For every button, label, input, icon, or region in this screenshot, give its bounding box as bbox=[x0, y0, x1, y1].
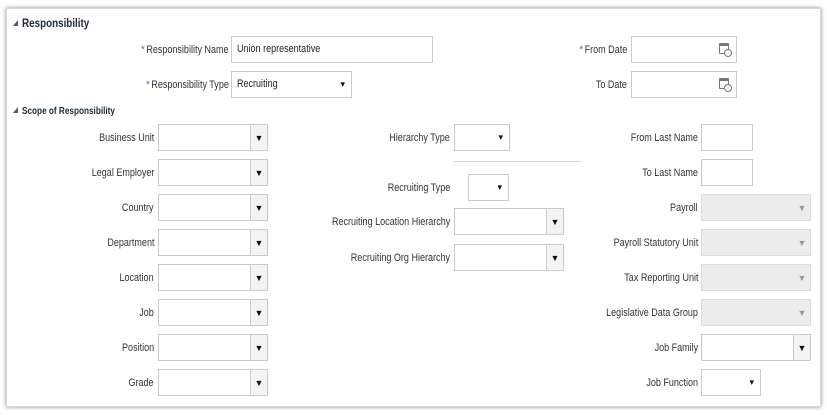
recruiting-org-hierarchy-label: Recruiting Org Hierarchy bbox=[350, 252, 450, 264]
payroll-statutory-unit-select: ▼ bbox=[701, 229, 811, 256]
location-label: Location bbox=[119, 272, 154, 284]
required-mark: * bbox=[146, 79, 150, 91]
legal-employer-label: Legal Employer bbox=[91, 167, 154, 179]
tax-reporting-unit-select: ▼ bbox=[701, 264, 811, 291]
dropdown-arrow-icon[interactable]: ▼ bbox=[546, 209, 563, 234]
responsibility-name-input[interactable]: Union representative bbox=[231, 36, 433, 63]
responsibility-name-value: Union representative bbox=[237, 43, 321, 55]
recruiting-type-select[interactable]: ▾ bbox=[468, 174, 509, 201]
payroll-statutory-unit-label: Payroll Statutory Unit bbox=[613, 237, 698, 249]
dropdown-arrow-icon[interactable]: ▼ bbox=[250, 335, 267, 360]
triangle-icon[interactable] bbox=[13, 20, 18, 26]
dropdown-arrow-icon[interactable]: ▼ bbox=[546, 245, 563, 270]
required-mark: * bbox=[141, 44, 146, 56]
job-family-label: Job Family bbox=[654, 342, 698, 354]
legislative-data-group-label: Legislative Data Group bbox=[606, 307, 698, 319]
chevron-down-icon: ▾ bbox=[749, 377, 754, 387]
payroll-select: ▼ bbox=[701, 194, 811, 221]
dropdown-arrow-icon[interactable]: ▼ bbox=[250, 265, 267, 290]
dropdown-arrow-icon[interactable]: ▼ bbox=[250, 230, 267, 255]
recruiting-org-hierarchy-select[interactable]: ▼ bbox=[454, 244, 564, 271]
to-date-label: To Date bbox=[595, 79, 627, 91]
legislative-data-group-select: ▼ bbox=[701, 299, 811, 326]
responsibility-type-label: *Responsibility Type bbox=[146, 79, 229, 91]
dropdown-arrow-icon[interactable]: ▼ bbox=[250, 370, 267, 395]
section-scope-title: Scope of Responsibility bbox=[22, 106, 115, 117]
grade-label: Grade bbox=[128, 377, 154, 389]
calendar-icon[interactable] bbox=[719, 43, 732, 57]
dropdown-arrow-icon: ▼ bbox=[794, 300, 810, 325]
to-last-name-label: To Last Name bbox=[642, 167, 698, 179]
hierarchy-type-select[interactable]: ▾ bbox=[454, 124, 510, 151]
responsibility-panel: Responsibility *Responsibility Name Unio… bbox=[6, 8, 821, 407]
from-last-name-label: From Last Name bbox=[630, 132, 698, 144]
dropdown-arrow-icon[interactable]: ▼ bbox=[793, 335, 810, 360]
recruiting-type-label: Recruiting Type bbox=[387, 182, 450, 194]
legal-employer-select[interactable]: ▼ bbox=[158, 159, 268, 186]
chevron-down-icon: ▾ bbox=[497, 182, 502, 192]
to-last-name-input[interactable] bbox=[701, 159, 753, 186]
department-label: Department bbox=[106, 237, 154, 249]
department-select[interactable]: ▼ bbox=[158, 229, 268, 256]
position-label: Position bbox=[121, 342, 154, 354]
hierarchy-divider bbox=[454, 161, 581, 162]
responsibility-name-label: *Responsibility Name bbox=[141, 44, 229, 56]
dropdown-arrow-icon[interactable]: ▼ bbox=[250, 125, 267, 150]
grade-select[interactable]: ▼ bbox=[158, 369, 268, 396]
job-function-select[interactable]: ▾ bbox=[701, 369, 761, 396]
from-last-name-input[interactable] bbox=[701, 124, 753, 151]
triangle-icon[interactable] bbox=[13, 107, 18, 113]
dropdown-arrow-icon[interactable]: ▼ bbox=[250, 160, 267, 185]
required-mark: * bbox=[579, 44, 583, 56]
recruiting-location-hierarchy-select[interactable]: ▼ bbox=[454, 208, 564, 235]
dropdown-arrow-icon: ▼ bbox=[794, 195, 810, 220]
dropdown-arrow-icon: ▼ bbox=[794, 230, 810, 255]
dropdown-arrow-icon: ▼ bbox=[794, 265, 810, 290]
to-date-input[interactable] bbox=[631, 71, 737, 98]
responsibility-type-select[interactable]: Recruiting ▾ bbox=[231, 71, 352, 98]
business-unit-label: Business Unit bbox=[98, 132, 154, 144]
from-date-label: *From Date bbox=[579, 44, 627, 56]
job-label: Job bbox=[139, 307, 154, 319]
chevron-down-icon: ▾ bbox=[498, 132, 503, 142]
job-select[interactable]: ▼ bbox=[158, 299, 268, 326]
job-family-select[interactable]: ▼ bbox=[701, 334, 811, 361]
section-responsibility-title: Responsibility bbox=[22, 16, 90, 30]
from-date-input[interactable] bbox=[631, 36, 737, 63]
location-select[interactable]: ▼ bbox=[158, 264, 268, 291]
dropdown-arrow-icon[interactable]: ▼ bbox=[250, 300, 267, 325]
payroll-label: Payroll bbox=[670, 202, 698, 214]
business-unit-select[interactable]: ▼ bbox=[158, 124, 268, 151]
job-function-label: Job Function bbox=[646, 377, 698, 389]
recruiting-location-hierarchy-label: Recruiting Location Hierarchy bbox=[331, 216, 450, 228]
section-scope[interactable]: Scope of Responsibility bbox=[13, 106, 115, 117]
dropdown-arrow-icon[interactable]: ▼ bbox=[250, 195, 267, 220]
hierarchy-type-label: Hierarchy Type bbox=[389, 132, 450, 144]
country-label: Country bbox=[122, 202, 154, 214]
position-select[interactable]: ▼ bbox=[158, 334, 268, 361]
section-responsibility[interactable]: Responsibility bbox=[13, 16, 89, 30]
calendar-icon[interactable] bbox=[719, 78, 732, 92]
country-select[interactable]: ▼ bbox=[158, 194, 268, 221]
chevron-down-icon: ▾ bbox=[340, 79, 345, 89]
responsibility-type-value: Recruiting bbox=[237, 78, 278, 90]
tax-reporting-unit-label: Tax Reporting Unit bbox=[623, 272, 698, 284]
